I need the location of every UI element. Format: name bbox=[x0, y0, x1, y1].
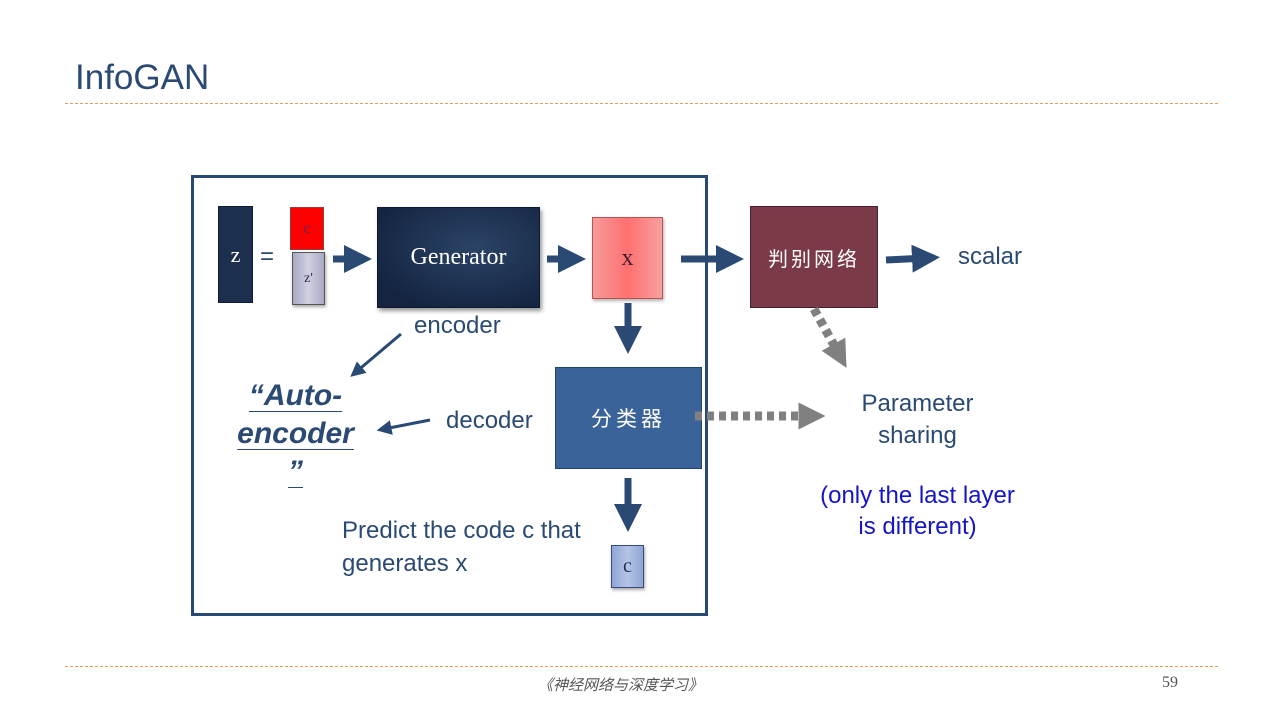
title-divider bbox=[65, 103, 1218, 104]
predict-line-1: Predict the code c that bbox=[342, 517, 581, 544]
autoencoder-line-3: ” bbox=[288, 455, 303, 488]
predict-caption: Predict the code c that generates x bbox=[342, 514, 581, 580]
x-output-box: x bbox=[592, 217, 663, 299]
infogan-frame bbox=[191, 175, 708, 616]
classifier-box: 分类器 bbox=[555, 367, 702, 469]
autoencoder-line-1: “Auto- bbox=[248, 379, 343, 412]
dotted-arrow-discriminator-to-sharing bbox=[810, 306, 847, 368]
arrow-encoder-to-autoencoder bbox=[350, 332, 402, 377]
predict-line-2: generates x bbox=[342, 550, 468, 577]
note-line-2: is different) bbox=[858, 513, 977, 540]
generator-box: Generator bbox=[377, 207, 540, 308]
footer-divider bbox=[65, 666, 1218, 667]
predicted-c-box: c bbox=[611, 545, 644, 588]
scalar-label: scalar bbox=[958, 243, 1023, 270]
footer-book-title: 《神经网络与深度学习》 bbox=[538, 678, 704, 694]
page-number: 59 bbox=[1162, 674, 1178, 691]
param-line-2: sharing bbox=[878, 422, 957, 449]
code-c-box: c bbox=[290, 207, 324, 250]
equals-sign: = bbox=[260, 243, 275, 270]
autoencoder-label: “Auto- encoder ” bbox=[228, 377, 363, 491]
arrow-discriminator-to-scalar bbox=[885, 244, 940, 273]
parameter-sharing-label: Parameter sharing bbox=[840, 388, 995, 452]
autoencoder-line-2: encoder bbox=[237, 417, 354, 450]
decoder-label: decoder bbox=[446, 407, 533, 434]
z-prime-box: z' bbox=[292, 252, 325, 305]
note-line-1: (only the last layer bbox=[820, 482, 1015, 509]
last-layer-note: (only the last layer is different) bbox=[795, 480, 1040, 542]
z-vector-box: z bbox=[218, 206, 253, 303]
arrow-decoder-to-autoencoder bbox=[376, 418, 431, 435]
slide-title: InfoGAN bbox=[75, 58, 210, 97]
encoder-label: encoder bbox=[414, 312, 501, 339]
discriminator-box: 判别网络 bbox=[750, 206, 878, 308]
param-line-1: Parameter bbox=[861, 390, 974, 417]
